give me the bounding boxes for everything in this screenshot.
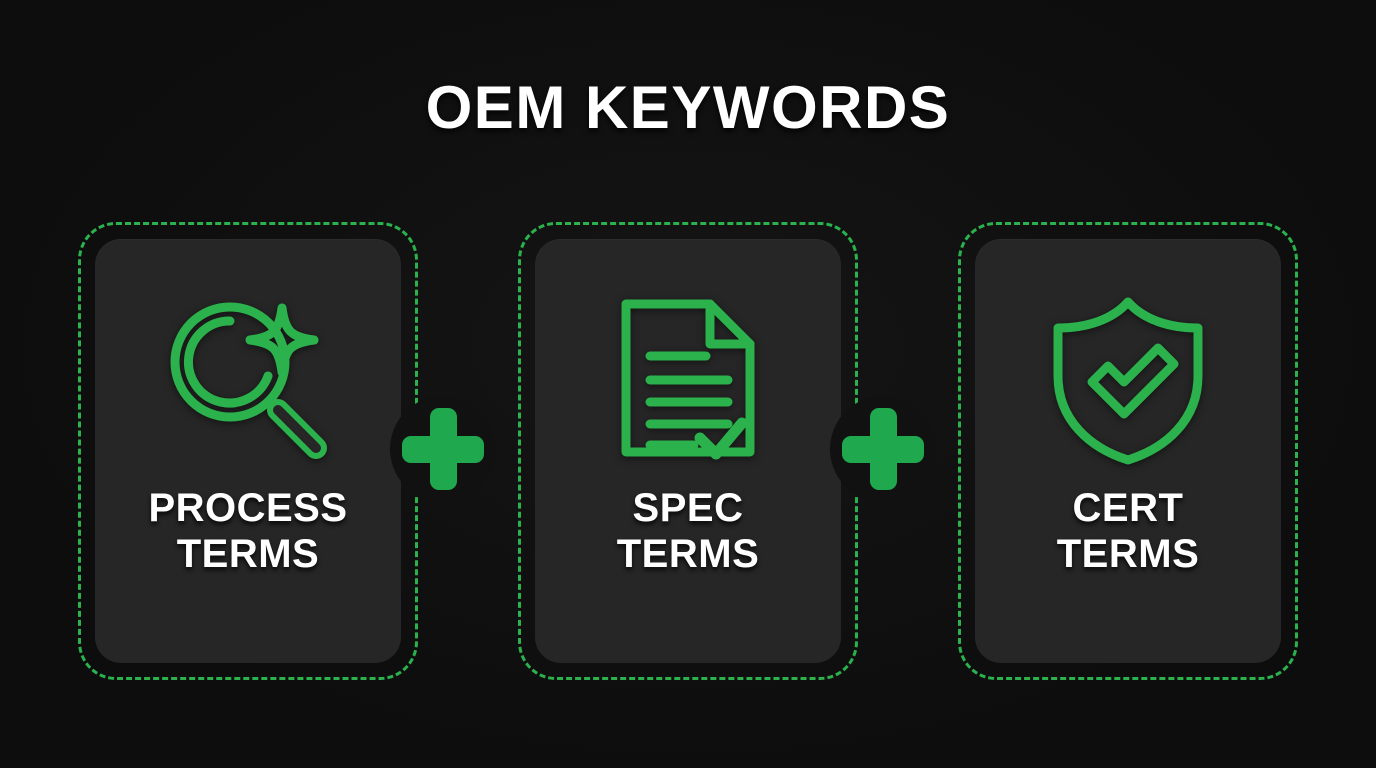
card-process-terms[interactable]: PROCESS TERMS xyxy=(78,222,418,680)
card-label-line1: CERT xyxy=(1072,486,1184,530)
plus-icon-connector-1 xyxy=(390,396,496,502)
card-cert-terms[interactable]: CERT TERMS xyxy=(958,222,1298,680)
card-label-line2: TERMS xyxy=(1056,532,1200,577)
plus-icon-connector-2 xyxy=(830,396,936,502)
card-label-line2: TERMS xyxy=(176,532,320,577)
plus-icon-vertical-bar xyxy=(430,408,457,490)
card-label-line1: SPEC xyxy=(632,486,744,530)
plus-icon xyxy=(402,408,484,490)
card-inner-panel: CERT TERMS xyxy=(975,239,1281,663)
card-label-line1: PROCESS xyxy=(148,486,348,530)
card-inner-panel: PROCESS TERMS xyxy=(95,239,401,663)
document-checklist-icon xyxy=(606,285,770,471)
card-label: CERT TERMS xyxy=(1057,485,1200,578)
card-spec-terms[interactable]: SPEC TERMS xyxy=(518,222,858,680)
card-label: SPEC TERMS xyxy=(617,485,760,578)
shield-check-icon xyxy=(1042,285,1214,471)
plus-icon xyxy=(842,408,924,490)
card-label-line2: TERMS xyxy=(616,532,760,577)
card-inner-panel: SPEC TERMS xyxy=(535,239,841,663)
page-title: OEM KEYWORDS xyxy=(425,74,951,141)
card-label: PROCESS TERMS xyxy=(148,485,347,578)
magnifier-sparkle-icon xyxy=(160,285,336,471)
plus-icon-vertical-bar xyxy=(870,408,897,490)
